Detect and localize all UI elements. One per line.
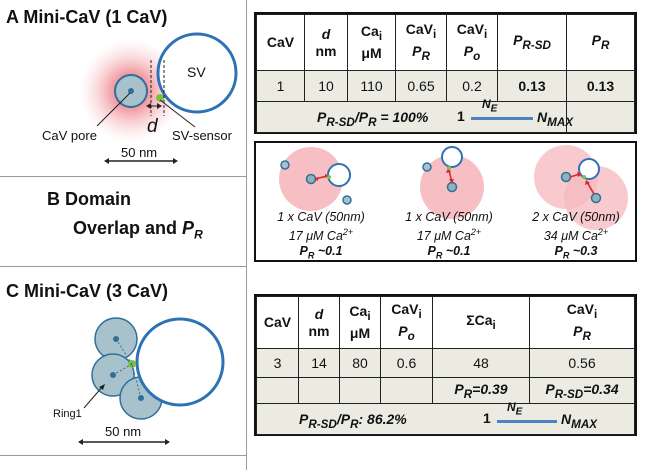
bar-top-label: NE [482, 97, 498, 115]
cell: 0.65 [395, 70, 447, 102]
empty-cell [298, 377, 340, 404]
cell: 14 [298, 348, 340, 378]
summary-row: PR-SD/PR = 100% 1 NE NMAX [256, 97, 573, 133]
cell: 3 [256, 348, 299, 378]
scale-bar-label: 50 nm [105, 424, 142, 439]
section-divider-bottom [0, 455, 246, 456]
sv-sensor [156, 94, 164, 102]
section-a-diagram [79, 32, 238, 164]
bar-top-label: NE [507, 400, 523, 418]
domain-overlap-box: 1 x CaV (50nm) 17 μM Ca2+ PR ~0.1 1 x Ca… [254, 141, 637, 262]
cell: 0.56 [529, 348, 635, 378]
ring1-label: Ring1 [53, 408, 82, 420]
panel-1-caption: 1 x CaV (50nm) 17 μM Ca2+ PR ~0.1 [277, 210, 365, 261]
section-divider-ab [0, 176, 246, 177]
panel-2-caption: 1 x CaV (50nm) 17 μM Ca2+ PR ~0.1 [405, 210, 493, 261]
section-c-diagram [78, 317, 225, 445]
ne-bar [471, 117, 533, 120]
pr-sd-cell: PR-SD=0.34 [529, 377, 635, 404]
section-a-title: A Mini-CaV (1 CaV) [6, 7, 168, 27]
cav-pore [128, 88, 134, 94]
cav-pore-label: CaV pore [42, 128, 97, 143]
ratio-text: PR-SD/PR = 100% [317, 109, 429, 129]
section-b-title-line2: Overlap and PR [73, 218, 203, 242]
sv-circle [156, 32, 238, 114]
section-b-title-line1: B Domain [47, 189, 132, 209]
empty-cell [566, 101, 635, 133]
column-divider [246, 0, 247, 470]
distance-label: d [147, 116, 158, 137]
header-cav: CaV [256, 296, 299, 349]
header-pr: PR [566, 14, 635, 71]
empty-cell [339, 377, 381, 404]
summary-row: PR-SD/PR: 86.2% 1 NE NMAX [256, 400, 635, 435]
header-cav: CaV [256, 14, 305, 71]
pr-cell: PR=0.39 [432, 377, 530, 404]
bar-left-label: 1 [457, 108, 465, 124]
cell: 0.13 [497, 70, 567, 102]
ne-bar [497, 420, 557, 423]
sv-label: SV [187, 64, 206, 80]
bar-left-label: 1 [483, 410, 491, 426]
cell: 0.6 [380, 348, 433, 378]
cell: 0.13 [566, 70, 635, 102]
section-divider-bc [0, 266, 246, 267]
empty-cell [380, 377, 433, 404]
cell: 1 [256, 70, 305, 102]
cell: 110 [347, 70, 396, 102]
cell: 48 [432, 348, 530, 378]
header-pr-sd: PR-SD [497, 14, 567, 71]
domain-overlap-diagrams [279, 145, 628, 230]
bar-right-label: NMAX [537, 109, 574, 129]
bar-right-label: NMAX [561, 411, 598, 431]
header-sum-ca: ΣCai [432, 296, 530, 349]
scale-bar-label: 50 nm [121, 145, 158, 160]
cell: 10 [304, 70, 348, 102]
section-c-title: C Mini-CaV (3 CaV) [6, 281, 169, 301]
empty-cell [256, 377, 299, 404]
sv-sensor-label: SV-sensor [172, 128, 232, 143]
cell: 0.2 [446, 70, 498, 102]
cell: 80 [339, 348, 381, 378]
ratio-text: PR-SD/PR: 86.2% [299, 411, 407, 431]
panel-3-caption: 2 x CaV (50nm) 34 μM Ca2+ PR ~0.3 [532, 210, 620, 261]
